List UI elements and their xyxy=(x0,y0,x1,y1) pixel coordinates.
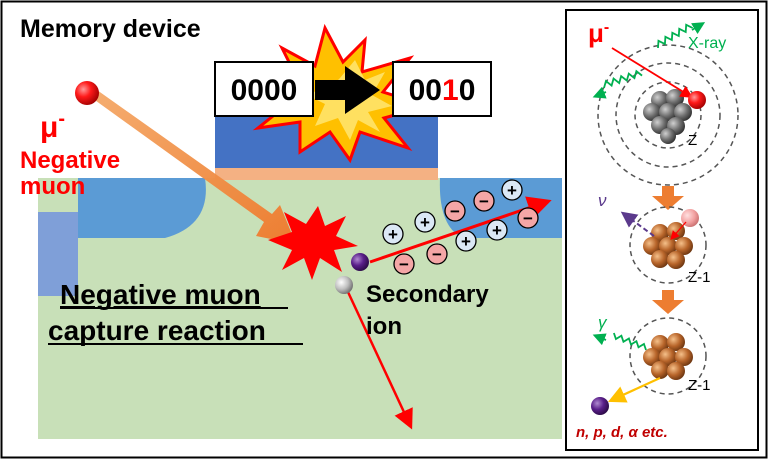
hole-sign: + xyxy=(420,213,430,232)
muon-label-symbol: μ- xyxy=(40,108,65,144)
bits-after-box xyxy=(392,61,492,117)
electron-charge xyxy=(426,243,448,265)
bits-after-flipped: 1 xyxy=(442,74,459,107)
secondary-track-upper xyxy=(369,196,552,264)
electrons: − − − − − xyxy=(393,190,539,275)
xray-wave-upper xyxy=(657,23,694,49)
incoming-muon xyxy=(75,81,99,105)
secondary-ion-heavy xyxy=(351,253,369,271)
capture-process-panel: Z μ- X-ray ν Z-1 xyxy=(565,9,759,451)
hole-sign: + xyxy=(388,225,398,244)
muon-label-line2: muon xyxy=(20,173,85,200)
product-arrow xyxy=(608,377,661,403)
muon-charge: - xyxy=(58,108,65,130)
left-isolation xyxy=(38,212,78,296)
emitted-product xyxy=(591,397,609,415)
bits-after-prefix: 00 xyxy=(409,74,442,107)
products-label: n, p, d, α etc. xyxy=(576,424,668,441)
orbit-outer xyxy=(597,44,739,186)
muon-track-arrow xyxy=(92,90,296,244)
orbit-step2 xyxy=(629,206,707,284)
holes: + + + + + xyxy=(382,179,523,252)
xray-label: X-ray xyxy=(688,35,726,52)
electron-sign: − xyxy=(399,255,409,274)
nucleus-z-minus-1-b xyxy=(643,333,693,380)
nucleus-z xyxy=(643,89,692,144)
secondary-label-line2: ion xyxy=(366,313,402,340)
reaction-label-line2: capture reaction xyxy=(48,315,266,346)
electron-charge xyxy=(517,207,539,229)
nucleus-z-label: Z xyxy=(688,132,697,149)
xray-arrow-lower xyxy=(592,86,607,99)
bits-after-suffix: 0 xyxy=(459,74,476,107)
title: Memory device xyxy=(20,15,201,43)
secondary-label-line1: Secondary xyxy=(366,281,489,308)
secondary-ion-light xyxy=(335,276,353,294)
orbit-middle xyxy=(615,62,721,168)
panel-muon-symbol: μ xyxy=(588,18,604,48)
capture-explosion xyxy=(268,206,358,280)
muon-label-line1: Negative xyxy=(20,147,120,174)
nucleus-z-minus-1-label-a: Z-1 xyxy=(688,269,711,286)
hole-charge xyxy=(501,179,523,201)
electron-sign: − xyxy=(479,192,489,211)
hole-sign: + xyxy=(461,232,471,251)
gamma-label: γ xyxy=(598,313,608,332)
bit-flip-arrow xyxy=(315,66,380,114)
nucleus-z-minus-1-label-b: Z-1 xyxy=(688,377,711,394)
gate-oxide xyxy=(215,168,438,180)
hole-sign: + xyxy=(507,181,517,200)
step-arrow-1 xyxy=(652,186,684,210)
hole-charge xyxy=(414,211,436,233)
hole-sign: + xyxy=(492,221,502,240)
hole-charge xyxy=(486,219,508,241)
bits-before: 0000 xyxy=(231,74,298,107)
muon-approach-arrow xyxy=(611,47,694,98)
muon-symbol: μ xyxy=(40,111,58,144)
electron-sign: − xyxy=(432,245,442,264)
gamma-wave xyxy=(613,332,647,351)
reaction-label-line1: Negative muon xyxy=(60,279,261,310)
orbit-step3 xyxy=(629,317,707,395)
left-well xyxy=(78,178,206,238)
step-arrow-2 xyxy=(652,290,684,314)
xray-arrow-upper xyxy=(691,22,706,35)
neutrino-arrow xyxy=(620,211,655,237)
electron-charge xyxy=(473,190,495,212)
hole-charge xyxy=(382,223,404,245)
hole-charge xyxy=(455,230,477,252)
bits-before-box xyxy=(214,61,314,117)
panel-muon-label: μ- xyxy=(588,18,609,48)
xray-wave-lower xyxy=(603,69,643,89)
capture-arrow xyxy=(670,221,687,240)
electron-charge xyxy=(393,253,415,275)
bits-after: 0010 xyxy=(409,74,476,107)
gamma-arrow xyxy=(592,333,607,346)
bound-muon xyxy=(688,91,706,109)
secondary-track-lower xyxy=(346,291,413,430)
electron-charge xyxy=(444,200,466,222)
panel-muon-charge: - xyxy=(604,19,609,36)
neutrino-label: ν xyxy=(598,191,607,210)
electron-sign: − xyxy=(450,202,460,221)
electron-sign: − xyxy=(523,209,533,228)
